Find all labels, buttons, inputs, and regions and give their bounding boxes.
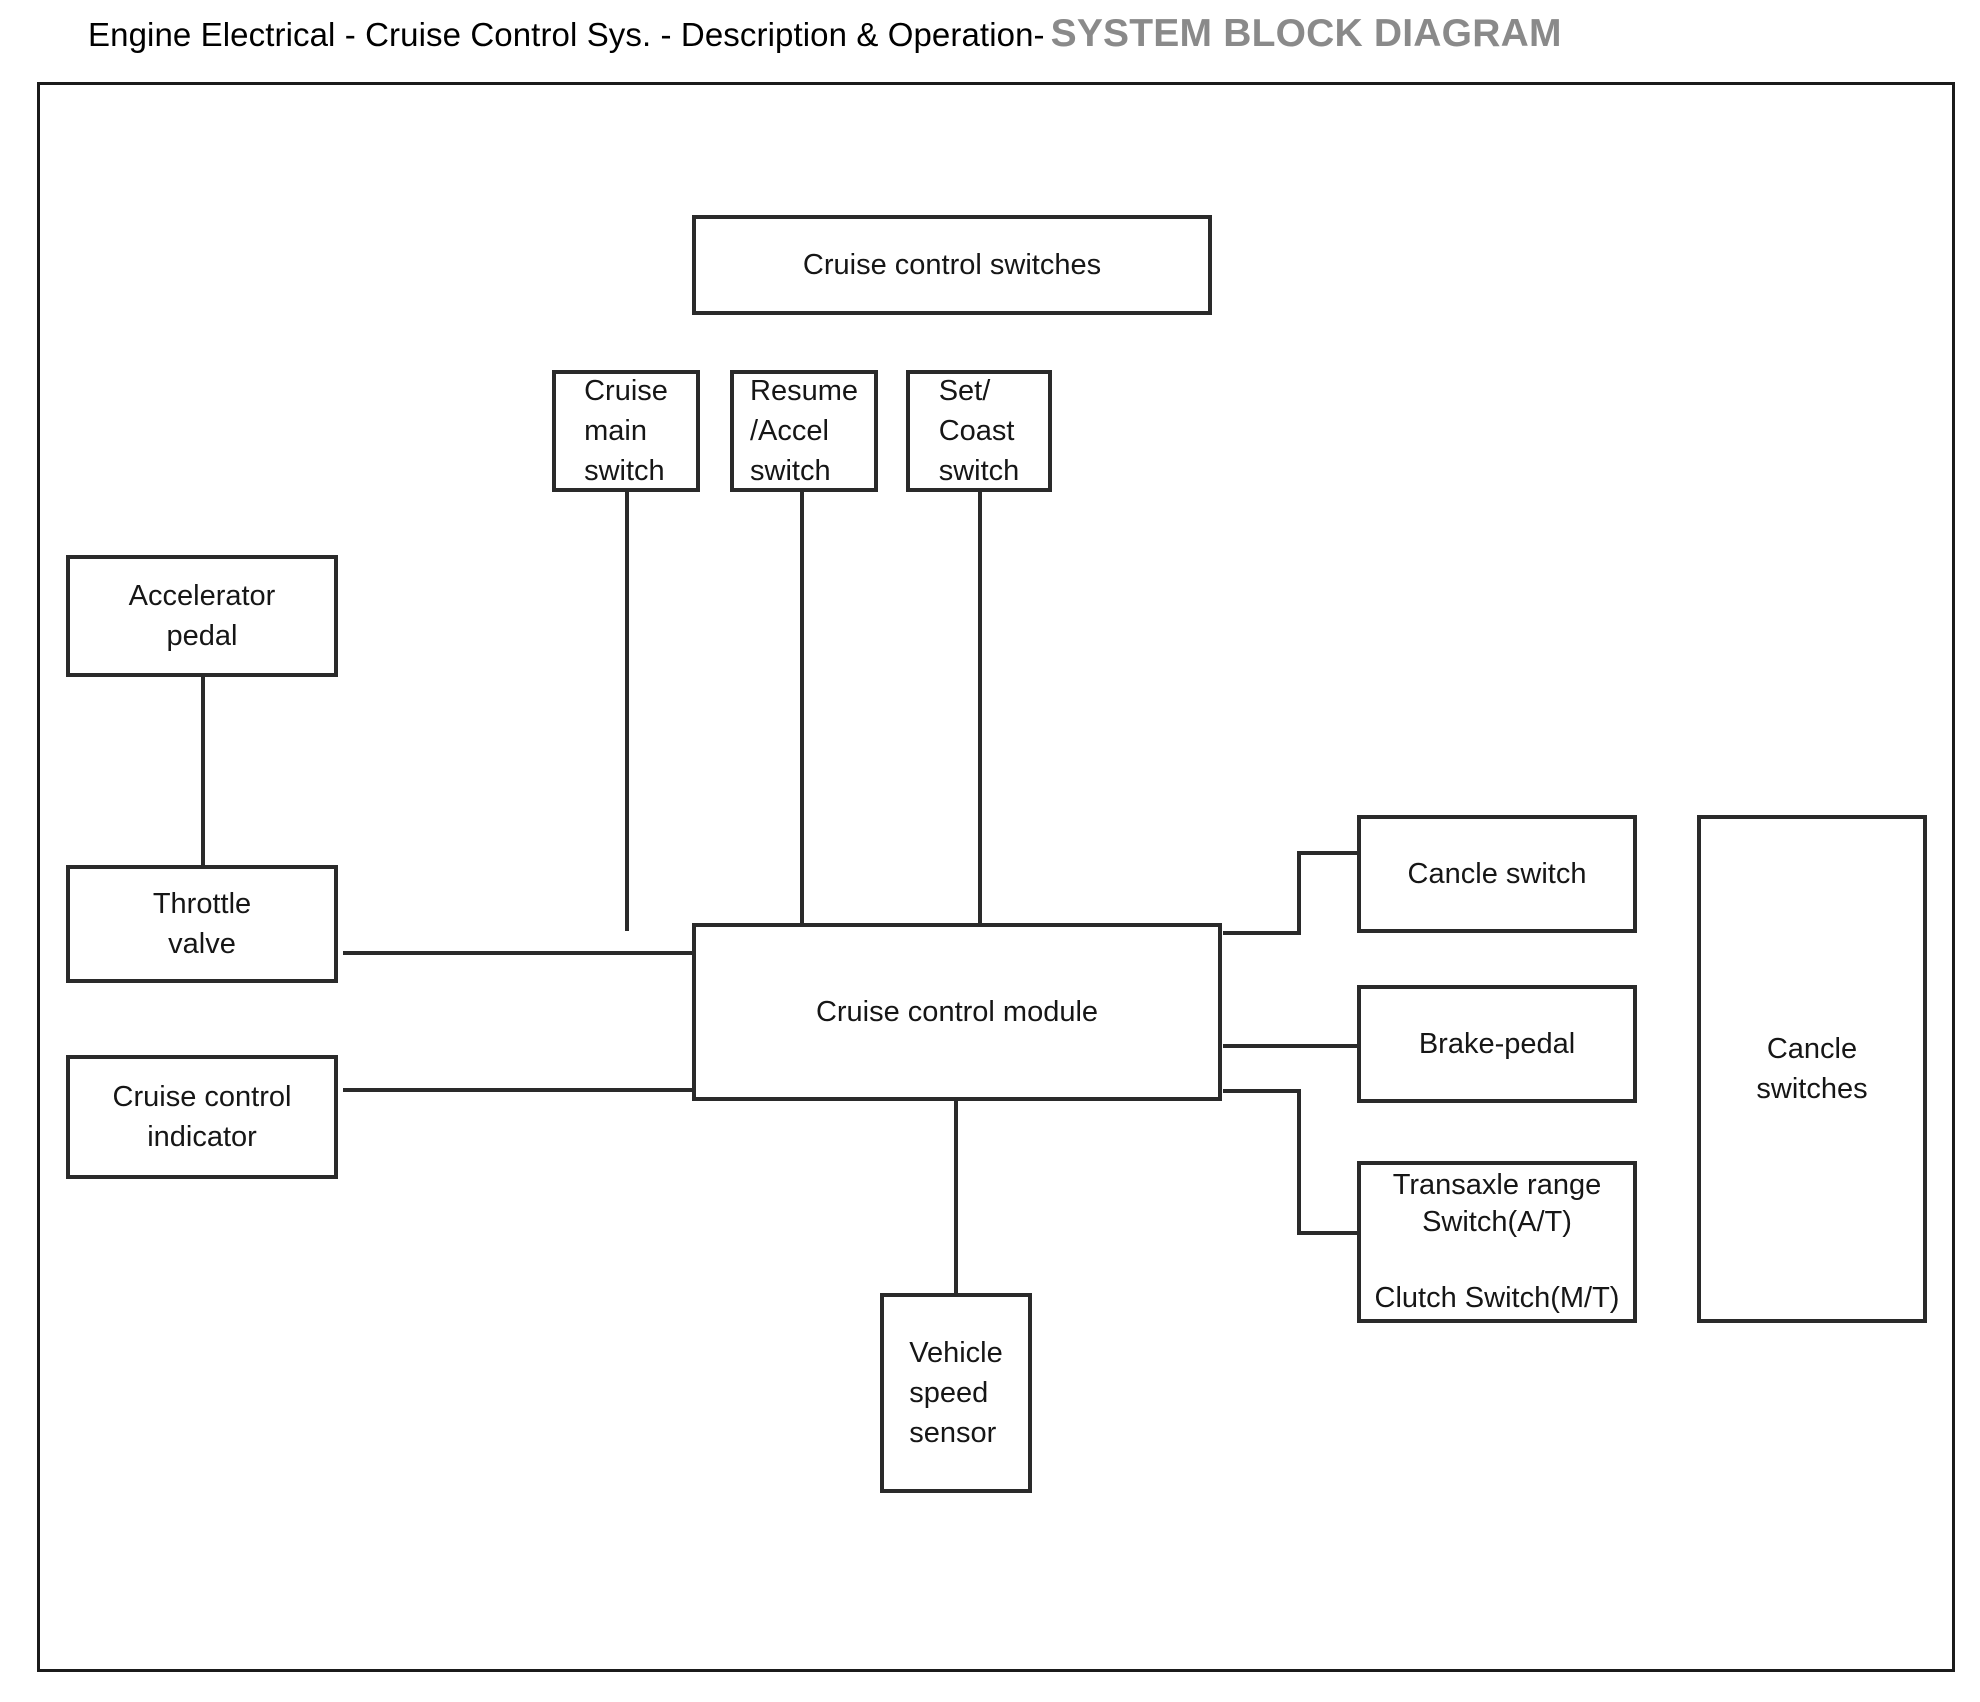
diagram-frame: Cruise control switches Cruise main swit… <box>37 82 1955 1672</box>
block-throttle-valve[interactable]: Throttle valve <box>66 865 338 983</box>
block-set-coast-switch[interactable]: Set/ Coast switch <box>906 370 1052 492</box>
wire-module-to-transaxle-seg1 <box>1223 1089 1301 1093</box>
block-label: Cruise control module <box>815 995 1099 1028</box>
page-title: Engine Electrical - Cruise Control Sys. … <box>88 14 1562 53</box>
page-title-main: Engine Electrical - Cruise Control Sys. … <box>88 16 1045 53</box>
block-resume-accel-switch[interactable]: Resume /Accel switch <box>730 370 878 492</box>
wire-cruise-main-switch-to-module <box>625 491 629 931</box>
wire-set-coast-switch-to-module <box>978 491 982 931</box>
block-cruise-control-switches[interactable]: Cruise control switches <box>692 215 1212 315</box>
wire-throttle-valve-to-module <box>343 951 695 955</box>
block-cruise-main-switch[interactable]: Cruise main switch <box>552 370 700 492</box>
wire-module-to-transaxle-seg2 <box>1297 1089 1301 1235</box>
block-label: Transaxle range Switch(A/T) Clutch Switc… <box>1374 1168 1620 1314</box>
block-cancle-switch[interactable]: Cancle switch <box>1357 815 1637 933</box>
block-label: Cruise main switch <box>584 374 668 488</box>
wire-module-to-brake-pedal <box>1223 1044 1359 1048</box>
block-cruise-control-indicator[interactable]: Cruise control indicator <box>66 1055 338 1179</box>
block-vehicle-speed-sensor[interactable]: Vehicle speed sensor <box>880 1293 1032 1493</box>
wire-module-to-cancle-switch-seg1 <box>1223 931 1301 935</box>
block-label: Accelerator pedal <box>128 579 276 652</box>
block-label: Cancle switches <box>1756 1032 1868 1105</box>
wire-module-to-cancle-switch-seg2 <box>1297 851 1301 935</box>
block-cruise-control-module[interactable]: Cruise control module <box>692 923 1222 1101</box>
block-transaxle-range-switch[interactable]: Transaxle range Switch(A/T) Clutch Switc… <box>1357 1161 1637 1323</box>
block-label: Cruise control indicator <box>112 1080 292 1153</box>
block-label: Cruise control switches <box>802 248 1102 281</box>
block-accelerator-pedal[interactable]: Accelerator pedal <box>66 555 338 677</box>
block-label: Vehicle speed sensor <box>909 1336 1003 1449</box>
wire-resume-accel-switch-to-module <box>800 491 804 931</box>
wire-module-to-cancle-switch-seg3 <box>1297 851 1359 855</box>
wire-module-to-transaxle-seg3 <box>1297 1231 1359 1235</box>
block-label: Cancle switch <box>1407 857 1587 890</box>
block-label: Resume /Accel switch <box>750 374 858 488</box>
block-label: Brake-pedal <box>1418 1027 1576 1060</box>
block-label: Throttle valve <box>152 887 252 960</box>
block-brake-pedal[interactable]: Brake-pedal <box>1357 985 1637 1103</box>
block-label: Set/ Coast switch <box>938 374 1020 488</box>
wire-module-to-vehicle-speed-sensor <box>954 1099 958 1295</box>
wire-indicator-to-module <box>343 1088 695 1092</box>
page-title-accent: SYSTEM BLOCK DIAGRAM <box>1050 12 1562 55</box>
wire-accelerator-pedal-to-throttle-valve <box>201 675 205 867</box>
block-cancle-switches-group[interactable]: Cancle switches <box>1697 815 1927 1323</box>
